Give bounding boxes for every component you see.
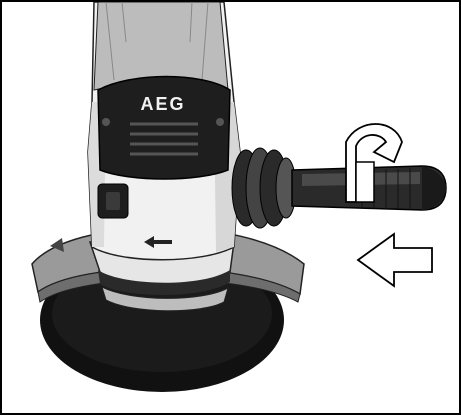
side-handle <box>231 147 447 229</box>
brand-logo: AEG <box>140 94 185 114</box>
vent-slots <box>130 122 198 156</box>
housing-arrow-icon <box>144 236 172 248</box>
spindle-lock-button <box>97 183 129 219</box>
push-arrow-icon <box>356 232 433 288</box>
rotate-arrow-icon <box>345 123 403 203</box>
logo-plate <box>97 75 231 180</box>
